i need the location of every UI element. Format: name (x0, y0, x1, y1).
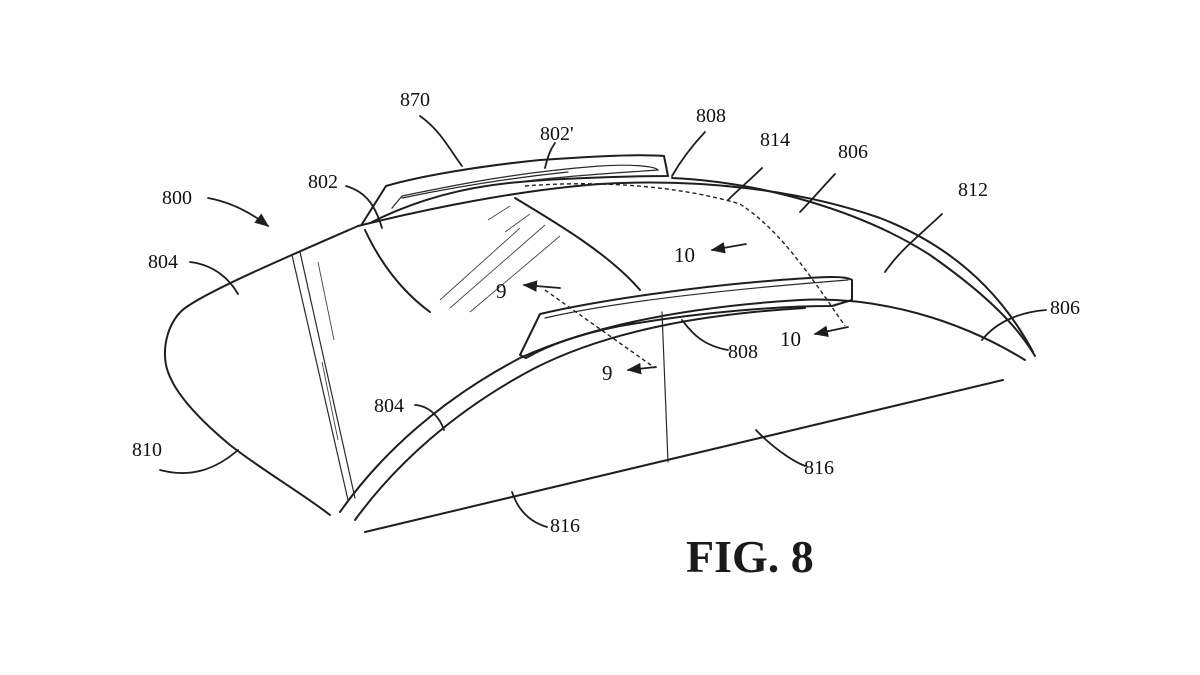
front-roof-fairing (361, 154, 669, 225)
section-mark-10-upper: 10 (674, 243, 695, 267)
roof-rail-bar (519, 275, 853, 359)
label-802-prime: 802' (540, 123, 574, 145)
section-mark-10-lower: 10 (780, 327, 801, 351)
figure-caption: FIG. 8 (686, 531, 814, 582)
leader-lines (159, 115, 1047, 528)
vehicle-body-outline (163, 177, 1036, 533)
section-mark-9-upper: 9 (496, 279, 507, 303)
reference-labels: 870 802' 808 814 806 812 800 802 804 806… (132, 89, 1080, 537)
label-812: 812 (958, 179, 988, 201)
section-arrows (522, 242, 849, 375)
label-800: 800 (162, 187, 192, 209)
label-816-right: 816 (804, 457, 834, 479)
windshield-glass (317, 197, 641, 441)
label-806-right: 806 (1050, 297, 1080, 319)
label-814: 814 (760, 129, 790, 151)
label-804-left: 804 (148, 251, 178, 273)
label-808-mid: 808 (728, 341, 758, 363)
label-802: 802 (308, 171, 338, 193)
label-870: 870 (400, 89, 430, 111)
dashed-reference-lines (524, 183, 846, 369)
label-810: 810 (132, 439, 162, 461)
label-808-top: 808 (696, 105, 726, 127)
label-806-top: 806 (838, 141, 868, 163)
section-marks: 9 9 10 10 (496, 243, 801, 385)
label-816-bottom: 816 (550, 515, 580, 537)
section-mark-9-lower: 9 (602, 361, 613, 385)
label-804-bottom: 804 (374, 395, 404, 417)
